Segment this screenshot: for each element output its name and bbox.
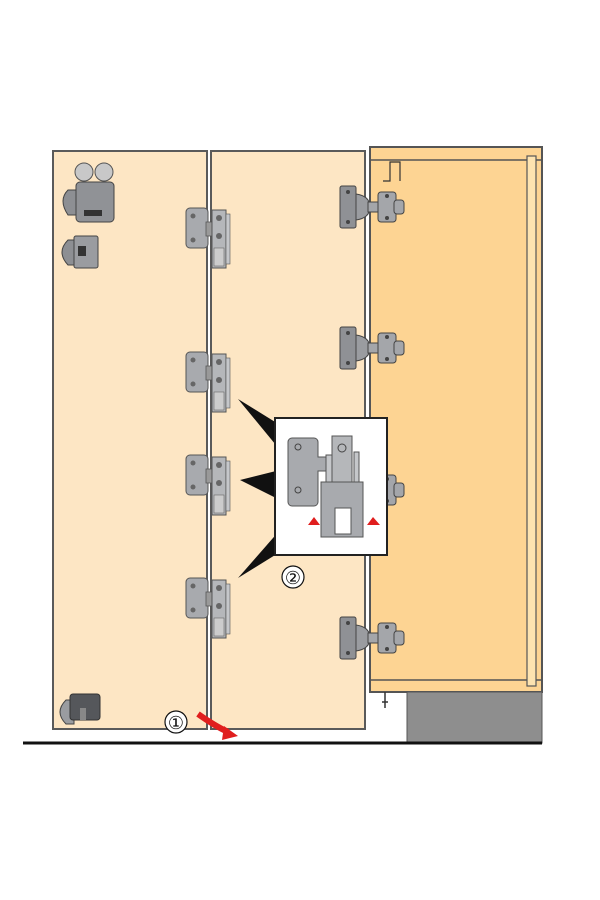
cabinet: [369, 146, 543, 693]
bottom-guide-icon: [59, 693, 101, 725]
cabinet-side-post: [526, 155, 537, 687]
swing-direction-arrow-icon: [196, 711, 238, 740]
adjust-marker-left-icon: [308, 517, 320, 525]
leveler-foot-icon: [382, 692, 388, 708]
hinge-leaf-icon: [287, 437, 327, 507]
mounting-bracket-icon: [383, 161, 401, 182]
step-1-label: ①: [168, 713, 184, 733]
step-2-badge: [281, 565, 305, 589]
top-roller-carriage-icon: [61, 162, 115, 269]
hinge-detail-callout: [274, 417, 388, 556]
plinth: [406, 691, 543, 744]
step-1-badge: [164, 710, 188, 734]
adjust-marker-right-icon: [367, 517, 380, 525]
callout-pointers: [238, 399, 280, 578]
step-2-label: ②: [285, 568, 301, 588]
cabinet-body: [369, 146, 543, 693]
